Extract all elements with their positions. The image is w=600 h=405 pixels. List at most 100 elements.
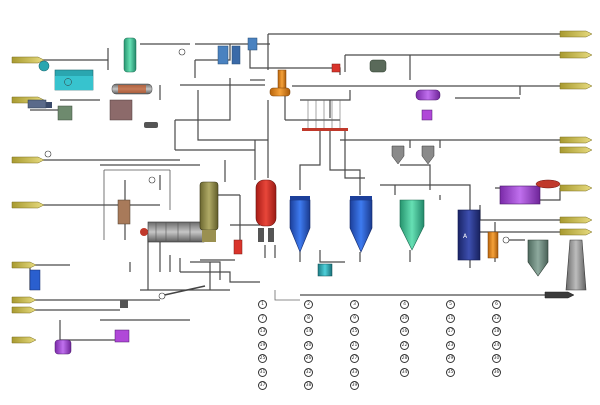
- arrow-head-icon: [11, 296, 37, 304]
- legend-number: 24: [492, 340, 501, 350]
- legend-item: 23: [446, 340, 457, 350]
- distribution-header: [302, 100, 348, 131]
- legend-item: 3: [350, 300, 361, 309]
- legend-item: 9: [350, 313, 361, 323]
- legend-number: 1: [258, 300, 267, 309]
- legend-item: 32: [304, 367, 315, 377]
- settling-tank: [109, 99, 133, 121]
- legend-number: 36: [492, 367, 501, 377]
- orange-column: [269, 69, 291, 97]
- pipe-network: [29, 33, 561, 341]
- purple-drum: [54, 339, 72, 355]
- arrow-head-icon: [11, 156, 45, 164]
- purple-separator: [415, 89, 441, 121]
- legend-item: 8: [304, 313, 315, 323]
- arrow-head-icon: [559, 228, 593, 236]
- legend-item: 10: [400, 313, 411, 323]
- legend-item: 38: [304, 381, 315, 390]
- legend-item: 15: [350, 327, 361, 336]
- arrow-head-icon: [544, 291, 575, 299]
- legend-number: 32: [304, 367, 313, 377]
- pump-icon: [38, 60, 50, 72]
- legend-number: 16: [400, 327, 409, 336]
- legend-item: 27: [350, 354, 361, 363]
- arrow-head-icon: [559, 216, 593, 224]
- chimney-stack: [565, 239, 587, 291]
- legend-item: 13: [258, 327, 269, 336]
- legend-number: 8: [304, 313, 313, 323]
- legend-number: 15: [350, 327, 359, 336]
- legend-number: 26: [304, 354, 313, 363]
- legend-number: 7: [258, 313, 267, 323]
- legend-number: 31: [258, 367, 267, 377]
- valve-icon: [44, 48, 510, 300]
- arrow-head-icon: [11, 306, 37, 314]
- legend-item: 35: [446, 367, 457, 377]
- legend-number: 37: [258, 381, 267, 390]
- arrow-head-icon: [11, 261, 37, 269]
- arrow-head-icon: [11, 56, 45, 64]
- legend-number: 10: [400, 313, 409, 323]
- red-vessel: [255, 179, 277, 242]
- legend-number: 18: [492, 327, 501, 336]
- orange-packed-column: [487, 231, 499, 259]
- arrow-head-icon: [559, 51, 593, 59]
- legend-number: 25: [258, 354, 267, 363]
- legend-item: 22: [400, 340, 411, 350]
- arrow-head-icon: [11, 201, 45, 209]
- legend-number: 28: [400, 354, 409, 363]
- legend-number: 3: [350, 300, 359, 309]
- legend-item: 31: [258, 367, 269, 377]
- cooling-tower: [54, 69, 94, 91]
- rotary-kiln: [140, 221, 205, 243]
- legend-number: 33: [350, 367, 359, 377]
- legend-item: 24: [492, 340, 503, 350]
- legend-item: 29: [446, 354, 457, 363]
- legend-item: 30: [492, 354, 503, 363]
- legend-item: 21: [350, 340, 361, 350]
- legend-number: 27: [350, 354, 359, 363]
- legend-item: 17: [446, 327, 457, 336]
- arrow-head-icon: [11, 336, 37, 344]
- arrow-head-icon: [559, 82, 593, 90]
- legend-number: 29: [446, 354, 455, 363]
- arrow-head-icon: [559, 184, 593, 192]
- legend-number: 35: [446, 367, 455, 377]
- outlet-arrows: [544, 30, 593, 299]
- legend-number: 14: [304, 327, 313, 336]
- legend-number: 22: [400, 340, 409, 350]
- legend-item: 7: [258, 313, 269, 323]
- legend-item: 1: [258, 300, 269, 309]
- legend-item: 12: [492, 313, 503, 323]
- small-red-tank: [233, 239, 243, 255]
- legend-number: 2: [304, 300, 313, 309]
- svg-text:A: A: [463, 233, 468, 240]
- legend-item: 19: [258, 340, 269, 350]
- legend-number: 20: [304, 340, 313, 350]
- conveyor: [159, 285, 206, 297]
- blue-cyclone-1: [289, 196, 311, 253]
- teal-pump-box: [317, 263, 333, 277]
- small-box: [120, 300, 128, 308]
- legend-item: 2: [304, 300, 315, 309]
- legend-number: 30: [492, 354, 501, 363]
- legend-number: 5: [446, 300, 455, 309]
- heat-exchanger: [111, 83, 153, 95]
- green-cyclone: [399, 199, 425, 251]
- legend-number: 9: [350, 313, 359, 323]
- stripper-column: [123, 37, 137, 73]
- navy-scrubber: A: [457, 209, 481, 261]
- legend-number: 23: [446, 340, 455, 350]
- legend-number: 6: [492, 300, 501, 309]
- legend-item: 25: [258, 354, 269, 363]
- legend-number: 21: [350, 340, 359, 350]
- legend-number: 34: [400, 367, 409, 377]
- small-tank-b: [247, 37, 258, 51]
- legend-number: 39: [350, 381, 359, 390]
- legend-item: 5: [446, 300, 457, 309]
- blue-cyclone-2: [349, 196, 373, 253]
- arrow-head-icon: [559, 136, 593, 144]
- small-tank-a: [217, 45, 241, 65]
- arrow-head-icon: [559, 146, 593, 154]
